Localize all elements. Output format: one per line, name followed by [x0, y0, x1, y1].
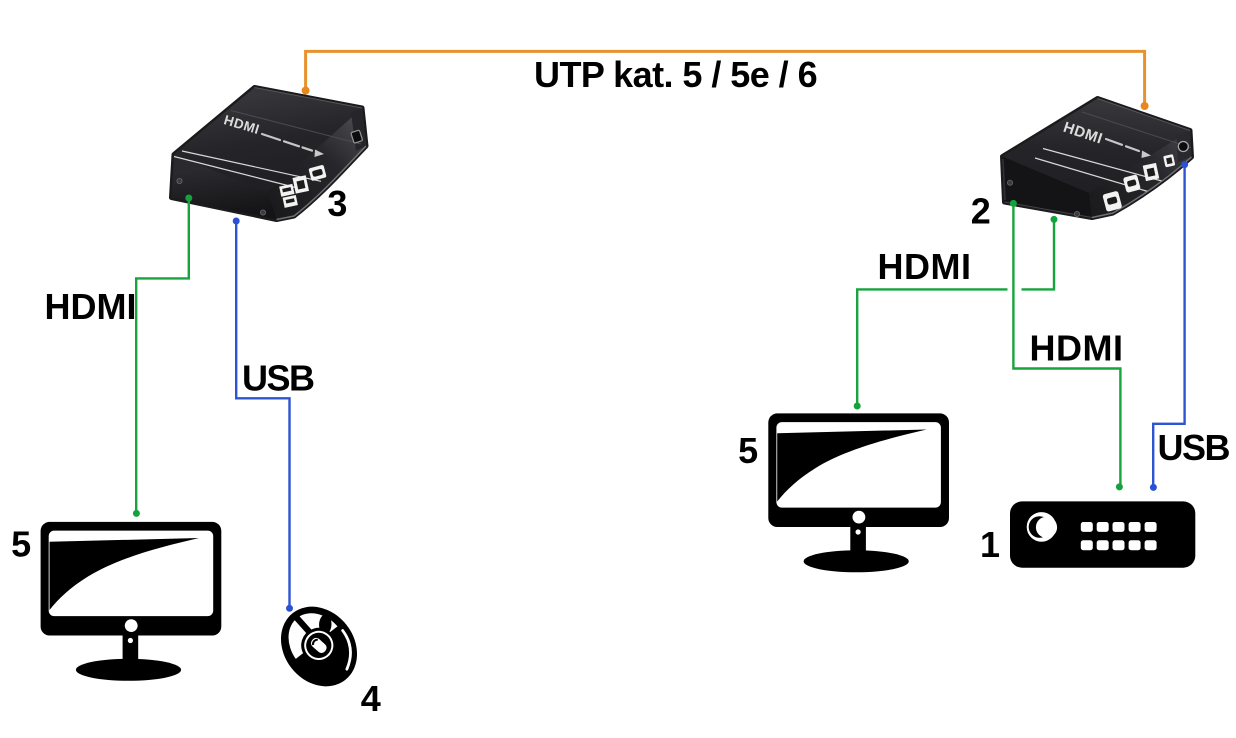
svg-text:4: 4: [361, 678, 381, 719]
svg-text:HDMI: HDMI: [45, 286, 137, 327]
svg-text:5: 5: [11, 523, 31, 564]
svg-text:1: 1: [980, 524, 1000, 565]
svg-text:USB: USB: [1158, 427, 1230, 468]
svg-text:2: 2: [971, 190, 991, 231]
svg-text:5: 5: [738, 430, 758, 471]
svg-text:3: 3: [327, 183, 347, 224]
svg-text:UTP kat. 5 / 5e / 6: UTP kat. 5 / 5e / 6: [534, 54, 817, 95]
svg-text:HDMI: HDMI: [878, 246, 972, 287]
svg-text:HDMI: HDMI: [1030, 328, 1124, 369]
svg-text:USB: USB: [242, 357, 314, 398]
